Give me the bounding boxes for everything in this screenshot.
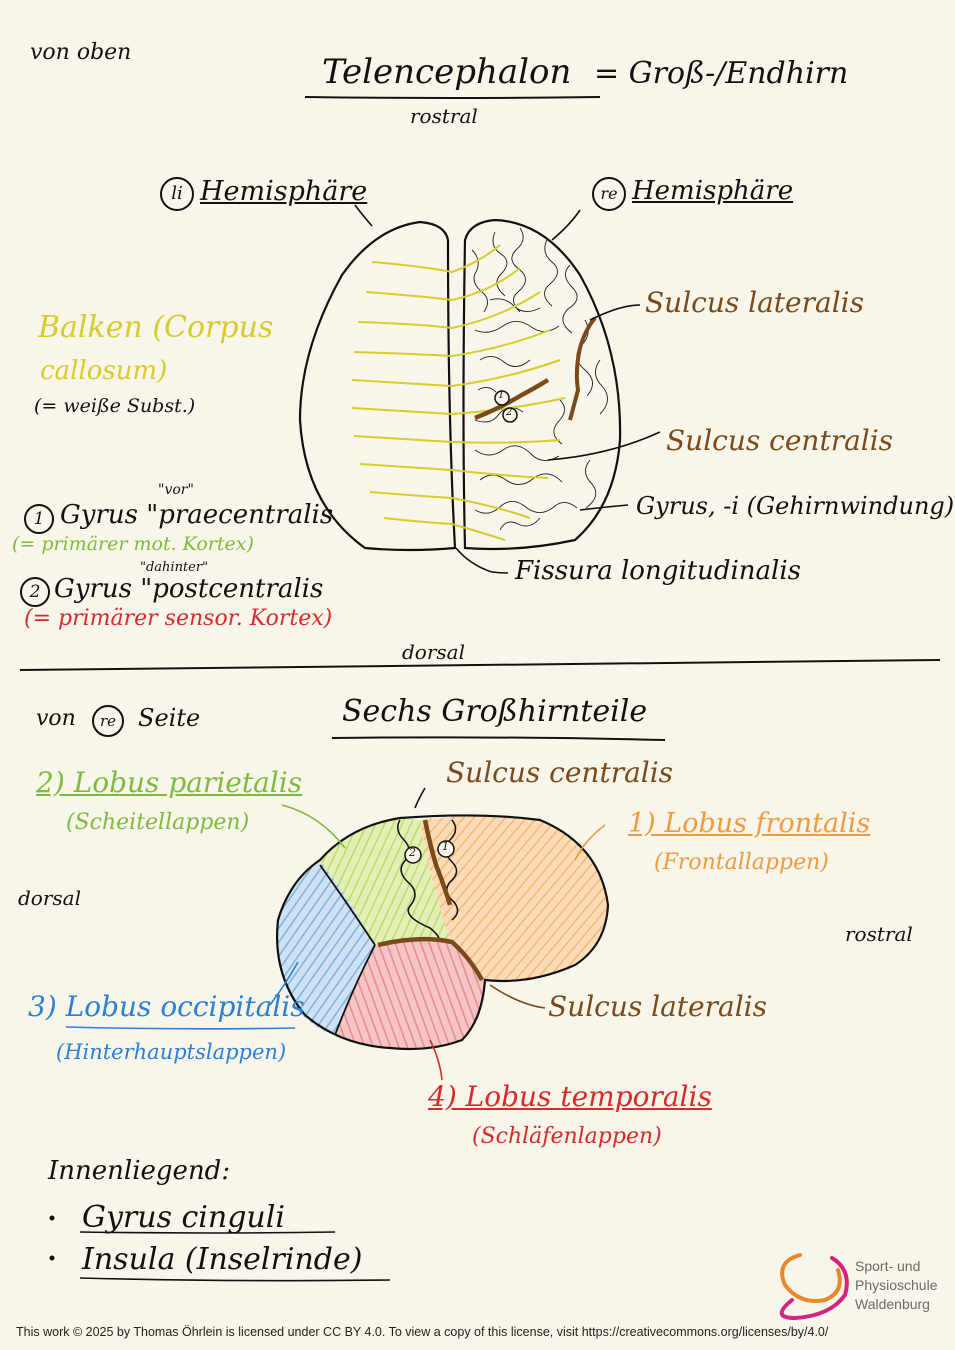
school-logo-text: Sport- und Physioschule Waldenburg [855, 1257, 938, 1314]
inner-item-2: Insula (Inselrinde) [82, 1242, 363, 1277]
school-logo-icon [779, 1253, 849, 1321]
sulcus-lateralis-label-side: Sulcus lateralis [548, 990, 767, 1023]
right-hemisphere-label: Hemisphäre [632, 176, 794, 206]
right-hemisphere-mark: re [592, 177, 626, 211]
bottom-title-underline [331, 736, 666, 741]
sulcus-centralis-label-top: Sulcus centralis [666, 424, 894, 457]
lobe-occipital-fill [276, 860, 375, 1035]
lobe3-underline [65, 1026, 296, 1030]
inner-title: Innenliegend: [48, 1156, 231, 1186]
frontal-central-border [444, 819, 459, 921]
lateral-brain-outline [276, 814, 610, 1051]
logo-line-1: Sport- und [855, 1258, 921, 1274]
gyrus-marker-1-top [494, 390, 510, 406]
inner-item-2-underline [79, 1277, 391, 1282]
title-underline [304, 96, 601, 99]
sulcus-lateralis-label-top: Sulcus lateralis [645, 286, 864, 319]
left-hemisphere-outline [298, 220, 457, 552]
lobe1-sub: (Frontallappen) [654, 850, 829, 875]
sulcus-lateralis-line-top [568, 316, 597, 421]
lobe-temporal-fill [335, 938, 485, 1049]
bullet-1 [49, 1215, 55, 1221]
sulcus-centralis-line-side [422, 819, 453, 906]
bottom-title: Sechs Großhirnteile [342, 694, 648, 729]
page-title-suffix: = Groß-/Endhirn [594, 56, 849, 91]
gyrus2-dahinter: "dahinter" [140, 560, 209, 575]
leader-lines-bottom [269, 787, 606, 1081]
rostral-label-side: rostral [845, 922, 913, 946]
logo-line-3: Waldenburg [855, 1296, 930, 1312]
gyrus-marker-2-top [502, 407, 518, 423]
view-label-bottom-2: Seite [138, 704, 201, 732]
view-label-top: von oben [30, 40, 132, 65]
sulcus-lateralis-line-side [377, 936, 484, 982]
bullet-2 [49, 1255, 55, 1261]
balken-label-1: Balken (Corpus [38, 310, 274, 345]
marker-1-side-label: 1 [442, 840, 449, 853]
marker-2-top-label: 2 [506, 407, 513, 418]
left-hemisphere-label: Hemisphäre [200, 176, 368, 207]
dorsal-label-top: dorsal [402, 640, 465, 664]
fissura-label: Fissura longitudinalis [515, 556, 802, 586]
balken-label-3: (= weiße Subst.) [34, 395, 196, 417]
license-text: This work © 2025 by Thomas Öhrlein is li… [16, 1325, 829, 1339]
lobe4-label: 4) Lobus temporalis [428, 1080, 712, 1113]
lobe2-sub: (Scheitellappen) [66, 810, 250, 835]
gyrus2-label: Gyrus "postcentralis [54, 574, 324, 604]
gyrus1-sub: (= primärer mot. Kortex) [12, 533, 254, 555]
rostral-label-top: rostral [410, 104, 478, 128]
view-label-bottom-mark: re [92, 705, 124, 737]
marker-2-side-label: 2 [409, 846, 416, 859]
corpus-callosum-fibers [351, 244, 566, 541]
sulcus-centralis-label-side: Sulcus centralis [446, 756, 674, 789]
inner-item-1: Gyrus cinguli [82, 1200, 285, 1235]
lobe-frontal-fill [420, 816, 608, 981]
right-hemisphere-outline [462, 218, 622, 551]
logo-line-2: Physioschule [855, 1277, 938, 1293]
gyrus2-sub: (= primärer sensor. Kortex) [24, 606, 333, 631]
leader-lines-top [354, 204, 661, 574]
sulcus-centralis-line-top [474, 378, 550, 421]
parietal-central-border [397, 819, 441, 943]
lobe2-label: 2) Lobus parietalis [36, 766, 303, 799]
gyrus-label: Gyrus, -i (Gehirnwindung) [636, 492, 955, 520]
gyrus-marker-1-side [437, 840, 455, 858]
lobe1-label: 1) Lobus frontalis [628, 808, 871, 839]
occipital-parietal-border [319, 864, 376, 946]
left-hemisphere-mark: li [160, 177, 194, 211]
section-divider [19, 659, 941, 671]
occipital-temporal-border [334, 944, 376, 1036]
page-title: Telencephalon [322, 52, 572, 92]
marker-1-top-label: 1 [498, 390, 505, 401]
gyrus1-vor: "vor" [158, 482, 194, 498]
view-label-bottom-1: von [36, 706, 76, 731]
lobe4-sub: (Schläfenlappen) [472, 1124, 662, 1149]
lobe3-label: 3) Lobus occipitalis [28, 990, 305, 1023]
lateral-brain [276, 814, 610, 1051]
gyrus1-number: 1 [24, 504, 54, 534]
dorsal-label-side: dorsal [18, 886, 81, 910]
lobe3-sub: (Hinterhauptslappen) [56, 1040, 287, 1064]
balken-label-2: callosum) [40, 356, 168, 386]
gyrus-marker-2-side [404, 846, 422, 864]
gyrus1-label: Gyrus "praecentralis [60, 500, 334, 530]
inner-item-1-underline [79, 1231, 336, 1234]
gyrus2-number: 2 [20, 577, 50, 607]
